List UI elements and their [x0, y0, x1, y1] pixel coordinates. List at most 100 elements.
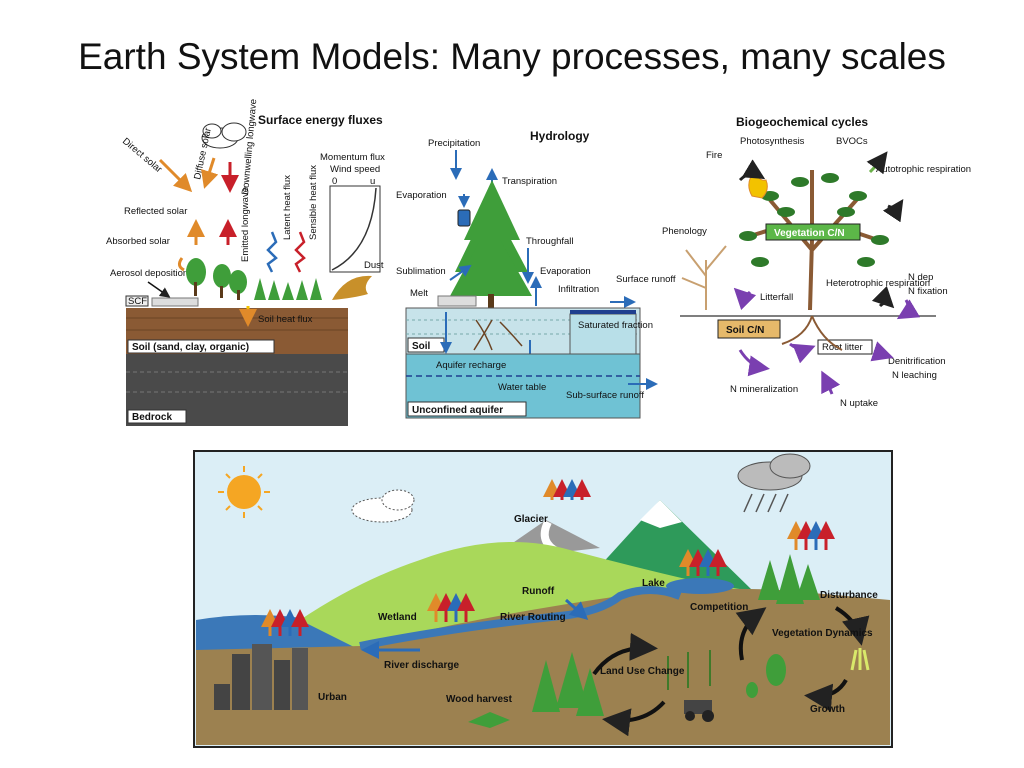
runoff-label: Runoff	[522, 586, 555, 597]
river-routing-label: River Routing	[500, 612, 566, 623]
ua-label: u	[370, 176, 375, 187]
emitted-label: Emitted longwave	[240, 187, 251, 262]
veg-cycle-arrow-right	[834, 606, 870, 646]
emission-arrows-lake	[679, 549, 727, 576]
wood-harvest-label: Wood harvest	[446, 694, 513, 705]
water-table-label: Water table	[498, 382, 546, 393]
crops	[667, 650, 711, 690]
hydrology-header: Hydrology	[530, 129, 590, 143]
emission-arrows-wetland	[427, 593, 475, 622]
evaporation2-label: Evaporation	[540, 266, 591, 277]
disturbance-label: Disturbance	[820, 590, 878, 601]
urban-label: Urban	[318, 692, 347, 703]
runoff-arrow	[564, 598, 589, 621]
soil-cn-box	[717, 319, 781, 339]
aerosol-arrow	[147, 281, 171, 298]
wind-profile-box	[329, 185, 381, 273]
energy-trees	[186, 258, 322, 300]
lake	[666, 578, 734, 594]
nuptake-label: N uptake	[840, 398, 878, 409]
energy-header: Surface energy fluxes	[258, 113, 383, 127]
canopy-bucket-icon	[457, 209, 471, 227]
heterotrophic-label: Heterotrophic respiration	[826, 278, 930, 289]
downwelling-label: Downwelling longwave	[240, 99, 259, 196]
growth-trees	[746, 648, 870, 698]
infiltration-label: Infiltration	[558, 284, 599, 295]
sublimation-label: Sublimation	[396, 266, 446, 277]
saturated-label1: Saturated fraction	[578, 320, 653, 331]
bgc-header: Biogeochemical cycles	[736, 115, 868, 129]
roots	[473, 319, 523, 351]
subsurface-label: Sub-surface runoff	[566, 390, 644, 401]
hydro-soil-label: Soil	[412, 341, 431, 352]
wind-profile-curve	[331, 187, 377, 271]
unconfined-box	[407, 401, 527, 417]
sensible-heat-arrow	[294, 231, 306, 273]
sun-icon	[218, 466, 270, 518]
aquifer-recharge-label: Aquifer recharge	[436, 360, 506, 371]
emission-arrows-forest	[787, 521, 835, 550]
nmineral-label: N mineralization	[730, 384, 798, 395]
wind-label: Wind speed	[330, 164, 380, 175]
absorbed-arrow	[177, 257, 185, 272]
soil-label-box	[127, 339, 275, 354]
energy-panel: Surface energy fluxes Direct solar Diffu…	[106, 99, 385, 426]
veg-dynamics-label: Vegetation Dynamics	[772, 628, 873, 639]
ndep-label: N dep	[908, 272, 933, 283]
photosynthesis-label: Photosynthesis	[740, 136, 805, 147]
bgc-panel: Biogeochemical cycles Photosynthesis BVO…	[662, 115, 971, 409]
lake-label: Lake	[642, 578, 665, 589]
momentum-label: Momentum flux	[320, 152, 385, 163]
fire-label: Fire	[706, 150, 722, 161]
urban-buildings	[214, 644, 308, 710]
glacier-label: Glacier	[514, 514, 548, 525]
latent-heat-arrow	[266, 231, 278, 273]
transpiration-label: Transpiration	[502, 176, 557, 187]
veg-cycle-arrow-bottom	[804, 678, 848, 712]
landscape-panel: Glacier Lake Runoff River Routing Wetlan…	[193, 450, 893, 748]
scf-label: SCF	[128, 296, 147, 307]
land-use-label: Land Use Change	[600, 666, 685, 677]
vegetation-cn-label: Vegetation C/N	[774, 228, 845, 239]
precipitation-label: Precipitation	[428, 138, 480, 149]
snow-layer	[151, 297, 199, 307]
throughfall-label: Throughfall	[526, 236, 574, 247]
sensible-heat-label: Sensible heat flux	[308, 165, 319, 240]
surface-runoff-label: Surface runoff	[616, 274, 676, 285]
brown-ground	[196, 588, 890, 745]
dust-label: Dust	[364, 260, 384, 271]
root-litter-label: Root litter	[822, 342, 863, 353]
emission-arrows-glacier	[543, 479, 591, 500]
aerosol-label: Aerosol deposition	[110, 268, 188, 279]
emission-arrows-urban	[261, 609, 309, 636]
unconfined-label: Unconfined aquifer	[412, 405, 503, 416]
tractor-icon	[684, 700, 714, 722]
forest-trees	[758, 554, 820, 604]
soil-cn-label: Soil C/N	[726, 325, 764, 336]
zero-label: 0	[332, 176, 337, 187]
autotrophic-label: Autotrophic respiration	[876, 164, 971, 175]
land-use-cycle-arrow-bottom	[602, 700, 666, 737]
diffuse-solar-arrow	[201, 157, 219, 189]
litterfall-label: Litterfall	[760, 292, 793, 303]
harvest-trees	[468, 652, 604, 728]
river-discharge-label: River discharge	[384, 660, 459, 671]
bvocs-label: BVOCs	[836, 136, 868, 147]
soil-label: Soil (sand, clay, organic)	[132, 342, 249, 353]
direct-solar-label: Direct solar	[120, 136, 164, 175]
nleaching-label: N leaching	[892, 370, 937, 381]
nfix-label: N fixation	[908, 286, 948, 297]
scf-box	[125, 295, 149, 307]
direct-solar-arrow	[158, 158, 193, 193]
rain-cloud-icon	[737, 453, 811, 513]
absorbed-label: Absorbed solar	[106, 236, 170, 247]
wetland-label: Wetland	[378, 612, 417, 623]
veg-cycle-arrow-left	[735, 607, 767, 661]
cloud-small-icon	[351, 489, 415, 523]
dust-cloud	[332, 275, 372, 300]
cloud-icon	[201, 122, 247, 149]
growth-label: Growth	[810, 704, 845, 715]
bedrock-label-box	[127, 409, 187, 424]
hydro-snow	[437, 295, 477, 307]
